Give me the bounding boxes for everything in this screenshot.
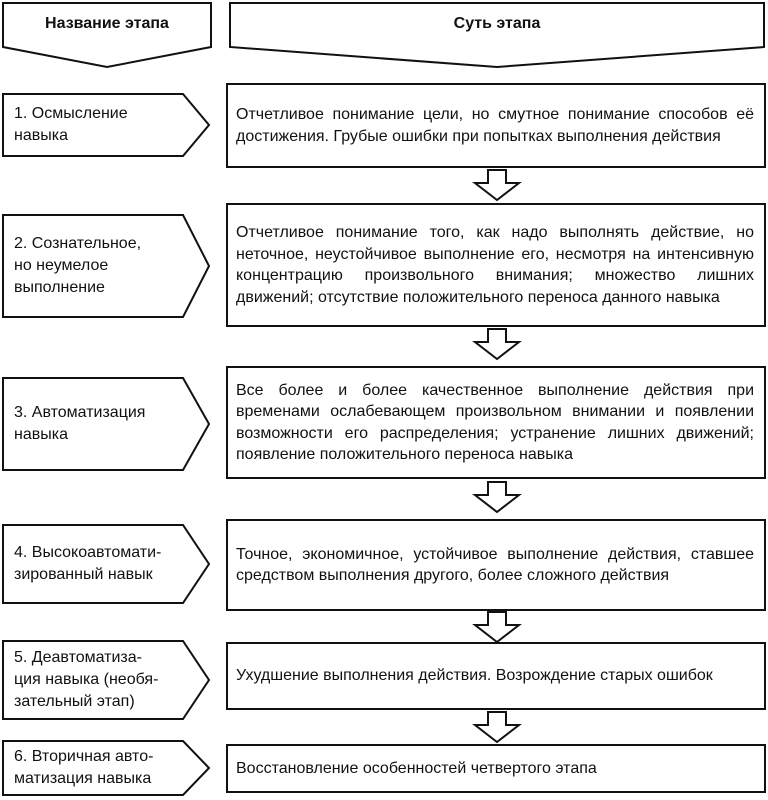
stage-6-description-box: [226, 744, 766, 793]
name-header-banner: [2, 2, 212, 69]
stage-6-name-shape: [2, 740, 211, 796]
arrow-down-icon: [472, 169, 522, 202]
essence-header-banner: [229, 2, 765, 69]
stage-5-description-box: [226, 642, 766, 710]
stage-3-description: Все более и более качественное выполнени…: [236, 381, 754, 464]
stage-3-description-box: [226, 366, 766, 479]
stage-4-name-shape: [2, 524, 211, 604]
stage-5-name-shape: [2, 640, 211, 720]
stage-1-description: Отчетливое понимание цели, но смутное по…: [236, 106, 754, 145]
essence-column-header: Суть этапа: [453, 15, 541, 32]
stage-4-description: Точное, экономичное, устойчивое выполнен…: [236, 545, 754, 585]
stage-6-name: 6. Вторичная авто- матизация навыка: [14, 748, 154, 787]
stage-5-name: 5. Деавтоматиза- ция навыка (необя- зате…: [14, 649, 159, 710]
stage-2-description: Отчетливое понимание того, как надо выпо…: [236, 224, 754, 306]
arrow-down-icon: [472, 481, 522, 514]
stage-6-description: Восстановление особенностей четвертого э…: [236, 759, 597, 777]
arrow-down-icon: [472, 711, 522, 744]
stage-2-name-shape: [2, 214, 211, 318]
stage-1-name-shape: [2, 93, 211, 157]
arrow-down-icon: [472, 611, 522, 644]
stage-1-description-box: [226, 83, 766, 168]
stage-1-name: 1. Осмысление навыка: [14, 105, 128, 144]
stage-3-name: 3. Автоматизация навыка: [14, 404, 146, 443]
arrow-down-icon: [472, 328, 522, 361]
name-column-header: Название этапа: [45, 15, 169, 32]
stage-2-name: 2. Сознательное, но неумелое выполнение: [14, 235, 142, 296]
stage-3-name-shape: [2, 377, 211, 471]
stage-5-description: Ухудшение выполнения действия. Возрожден…: [236, 667, 713, 685]
stage-2-description-box: [226, 203, 766, 327]
stage-4-description-box: [226, 519, 766, 611]
stage-4-name: 4. Высокоавтомати- зированный навык: [14, 544, 162, 583]
